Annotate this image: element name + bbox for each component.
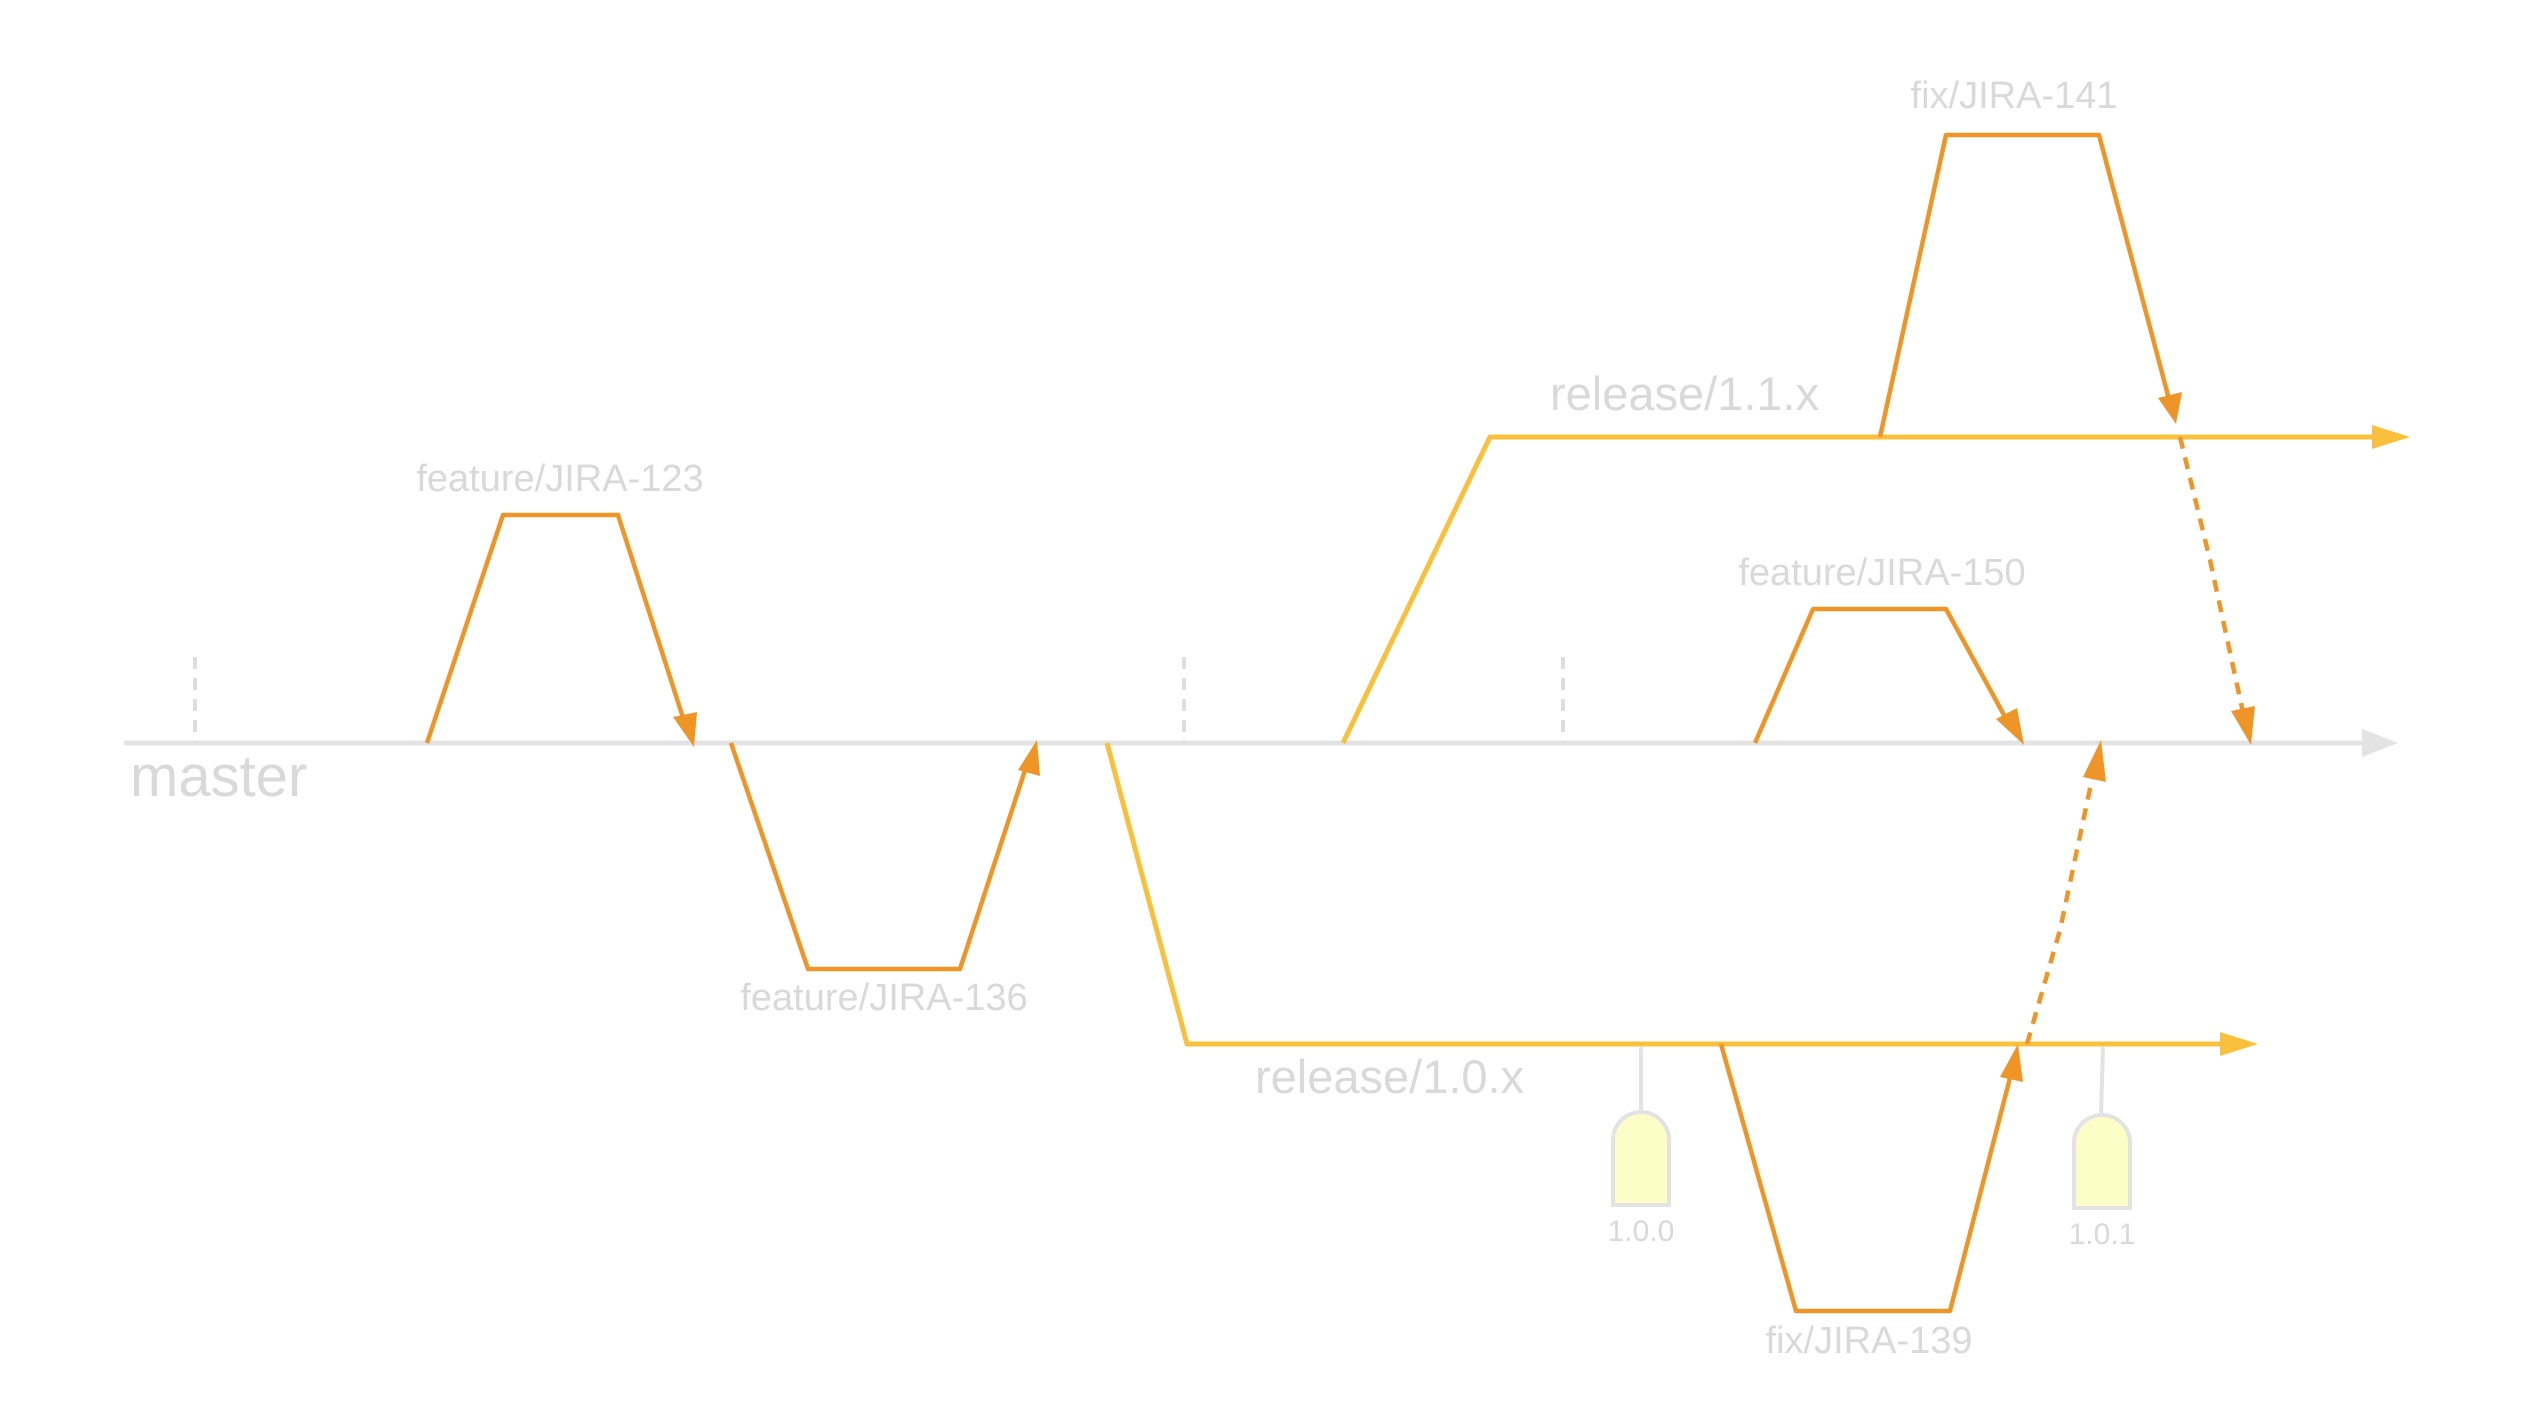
feature-jira-136-line: [728, 742, 1032, 972]
merge-arrow-icon: [673, 712, 697, 747]
release-1-0-label: release/1.0.x: [1255, 1050, 1524, 1103]
fix-jira-141-branch: fix/JIRA-141: [1877, 75, 2255, 745]
feature-jira-136-label: feature/JIRA-136: [740, 977, 1027, 1019]
release-1-1-branch: release/1.1.x: [1340, 367, 2410, 745]
fix-jira-139-line: [1718, 1043, 2015, 1314]
feature-jira-123-branch: feature/JIRA-123: [416, 458, 704, 747]
tag-1-0-0: 1.0.0: [1608, 1047, 1675, 1248]
merge-arrow-icon: [1018, 740, 1040, 776]
fix-jira-139-label: fix/JIRA-139: [1766, 1320, 1973, 1362]
release-1-1-line: [1340, 434, 2376, 745]
fix-jira-141-line: [1877, 132, 2173, 438]
fix-jira-139-merge-line: [2024, 769, 2097, 1045]
tag-1-0-1: 1.0.1: [2069, 1046, 2136, 1251]
master-arrow: [2362, 729, 2398, 757]
tag-stem: [2099, 1046, 2105, 1115]
feature-jira-150-line: [1752, 606, 2012, 744]
fix-jira-139-branch: fix/JIRA-139: [1718, 740, 2106, 1362]
release-1-0-arrow: [2220, 1032, 2258, 1056]
merge-arrow-icon: [2000, 1044, 2023, 1082]
merge-arrow-icon: [1996, 708, 2024, 745]
feature-jira-150-label: feature/JIRA-150: [1738, 552, 2025, 594]
feature-jira-123-line: [424, 512, 689, 744]
merge-arrow-icon: [2158, 392, 2182, 424]
fix-jira-141-label: fix/JIRA-141: [1911, 75, 2118, 117]
tag-icon: [1611, 1110, 1671, 1207]
release-1-1-arrow: [2372, 425, 2410, 449]
release-1-0-line: [1104, 742, 2224, 1047]
fix-jira-141-backport-line: [2177, 436, 2247, 718]
tag-1-0-0-label: 1.0.0: [1608, 1215, 1675, 1248]
merge-arrow-icon: [2083, 740, 2106, 782]
feature-jira-123-label: feature/JIRA-123: [416, 458, 703, 500]
release-1-1-label: release/1.1.x: [1550, 367, 1819, 420]
merge-arrow-icon: [2231, 706, 2255, 745]
feature-jira-150-branch: feature/JIRA-150: [1738, 552, 2026, 745]
master-label: master: [130, 744, 307, 809]
feature-jira-136-branch: feature/JIRA-136: [728, 740, 1040, 1019]
master-branch: master: [124, 657, 2398, 809]
release-1-0-branch: release/1.0.x: [1104, 742, 2258, 1103]
tag-icon: [2072, 1113, 2132, 1210]
tag-1-0-1-label: 1.0.1: [2069, 1218, 2136, 1251]
